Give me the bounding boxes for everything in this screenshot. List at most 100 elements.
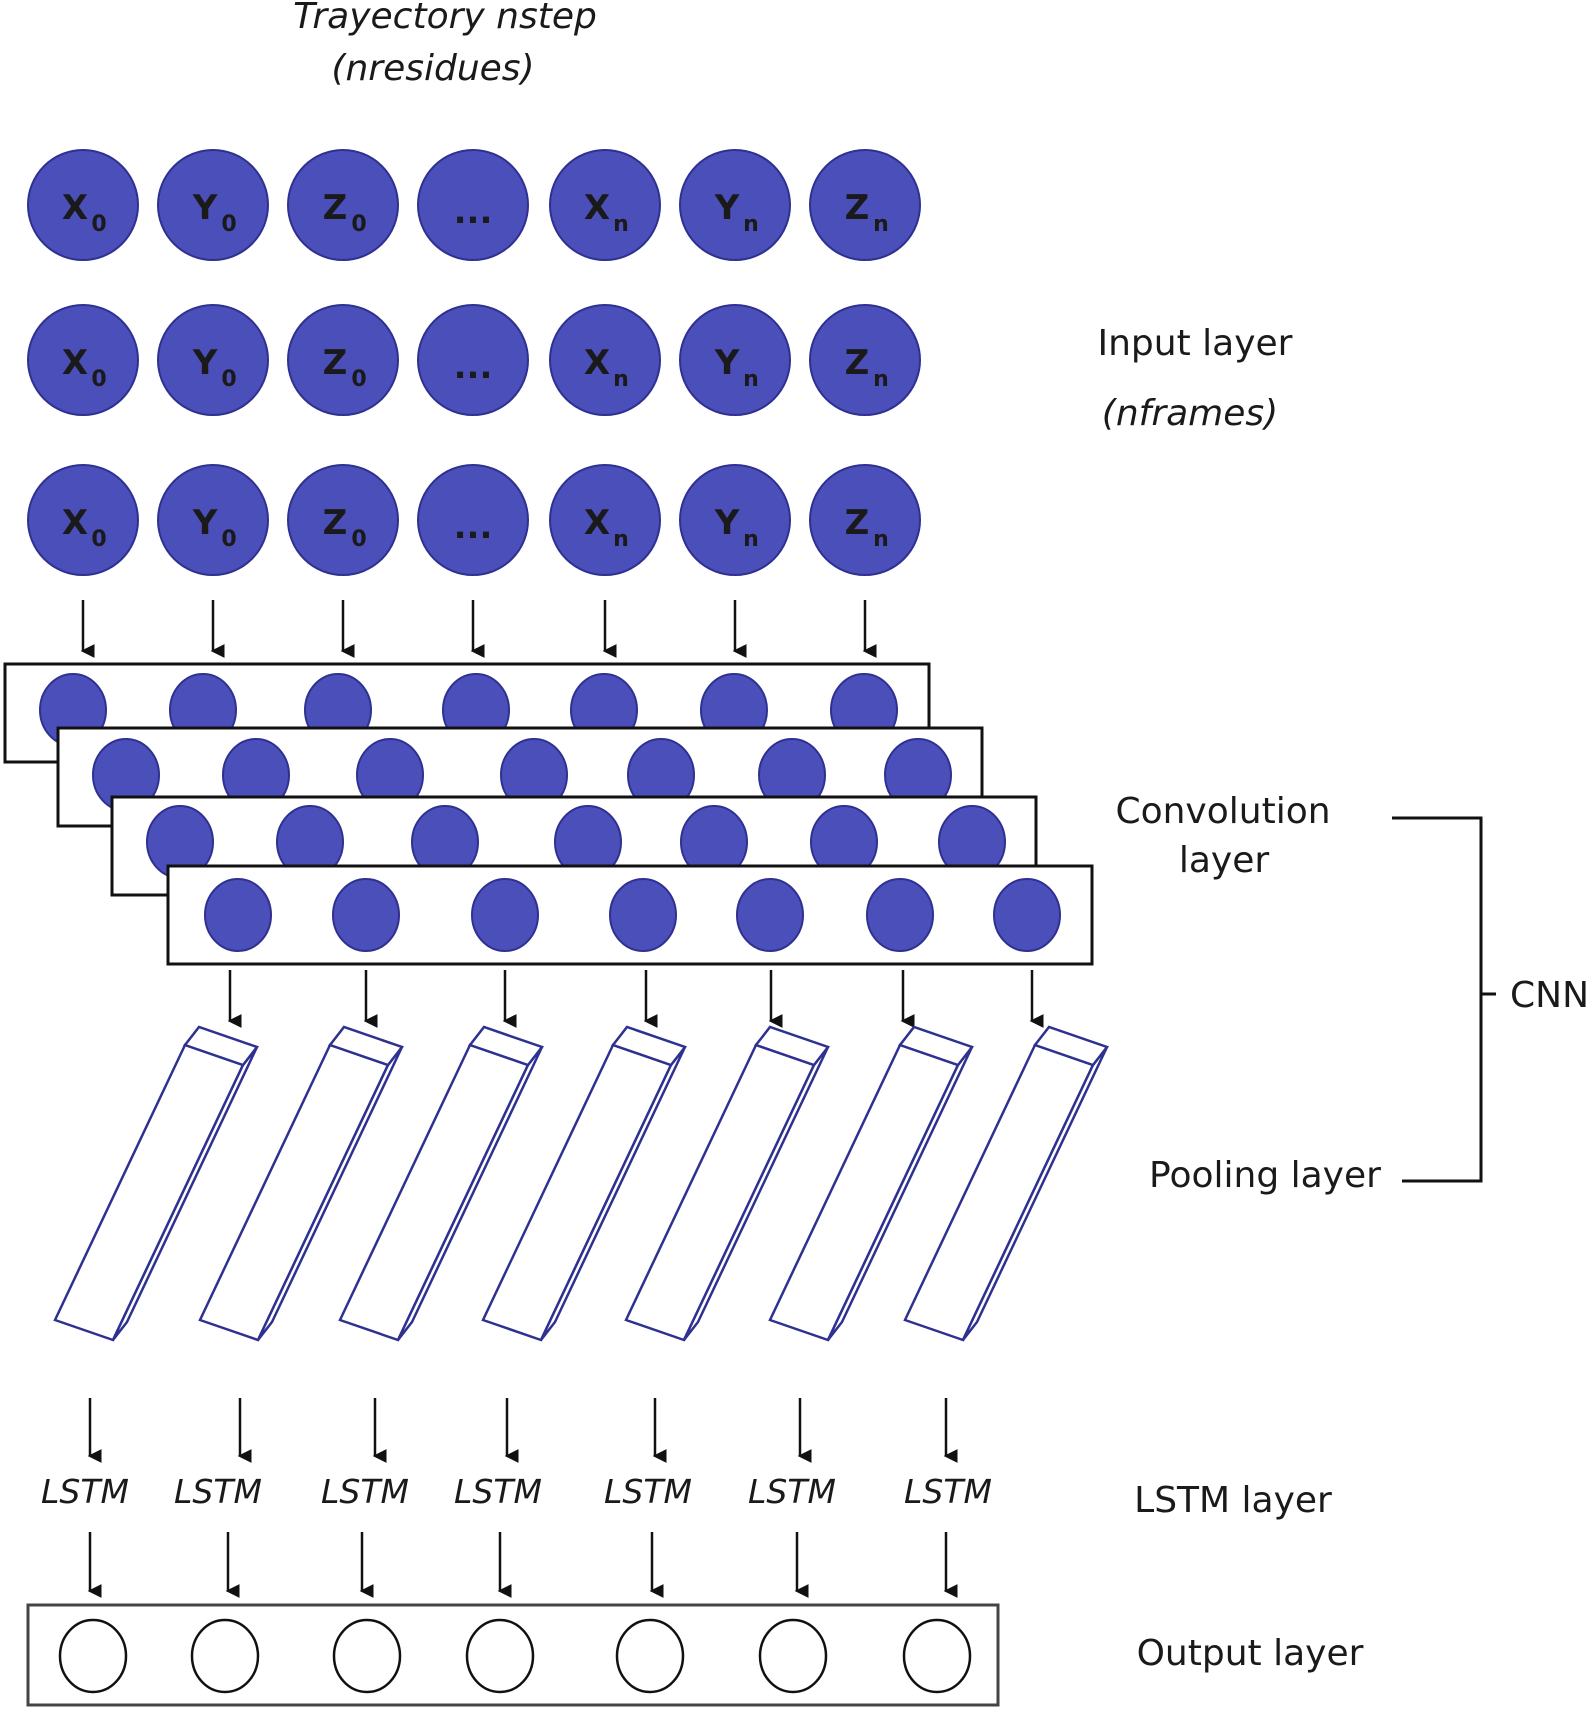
lstm-unit-label: LSTM [748,1472,836,1511]
pooling-layer-label: Pooling layer [1149,1155,1381,1196]
input-node-subscript: n [613,367,629,392]
cnn-bracket: CNN [1392,816,1589,1183]
output-node [902,1618,972,1694]
pooling-prism [768,1025,975,1342]
output-node [58,1618,128,1694]
input-node-label: Z [323,343,348,383]
cnn-bracket-line [1392,816,1483,1183]
header-subtitle: (nresidues) [331,48,534,89]
input-node-circle [27,464,139,576]
header-title: Trayectory nstep [293,0,597,37]
input-node-subscript: n [613,212,629,237]
pooling-prism-top [467,1025,545,1067]
input-node-label: X [584,503,610,543]
input-node-label: Z [323,503,348,543]
convolution-layer-label-line1: Convolution [1115,791,1330,832]
input-node-label: Y [714,343,740,383]
input-node-label: Z [845,188,870,228]
pooling-prism-top [182,1025,260,1067]
output-node [332,1618,402,1694]
input-layer-sublabel: (nframes) [1102,393,1278,434]
input-node-circle [809,464,921,576]
arrows-pooling-to-lstm [87,1398,958,1463]
input-node-label: Z [845,503,870,543]
input-node-label: ... [454,347,493,387]
cnn-label: CNN [1510,975,1589,1016]
input-node-circle [287,464,399,576]
convolution-layer [3,662,1094,966]
output-node [615,1618,685,1694]
input-node-label: X [62,343,88,383]
output-node [465,1618,535,1694]
input-node-subscript: n [873,212,889,237]
input-node-circle [157,149,269,261]
input-node-label: Y [714,503,740,543]
lstm-unit-label: LSTM [604,1472,692,1511]
pooling-layer [53,1025,1110,1342]
input-node-circle [679,464,791,576]
input-node-circle [679,304,791,416]
arrows-lstm-to-output [87,1532,958,1598]
input-node-subscript: n [613,527,629,552]
lstm-layer-label: LSTM layer [1134,1480,1332,1521]
input-node-label: X [62,503,88,543]
input-node-circle [27,149,139,261]
input-node: ... [417,149,529,261]
convolution-node [866,878,934,952]
input-node-subscript: n [743,367,759,392]
convolution-node [736,878,804,952]
input-node: ... [417,304,529,416]
convolution-layer-label-line2: layer [1179,840,1270,881]
input-node-circle [287,304,399,416]
input-node-subscript: 0 [221,527,236,552]
input-node-subscript: 0 [91,212,106,237]
lstm-unit-label: LSTM [41,1472,129,1511]
output-layer [26,1603,1000,1707]
input-node-circle [549,149,661,261]
input-node-subscript: 0 [91,367,106,392]
convolution-node [204,878,272,952]
input-node-circle [549,464,661,576]
arrows-convolution-to-pooling [227,970,1044,1028]
input-node-circle [417,149,529,261]
input-node-subscript: n [873,367,889,392]
input-node-label: Y [714,188,740,228]
output-node [190,1618,260,1694]
input-node-label: Z [323,188,348,228]
output-layer-label: Output layer [1137,1633,1364,1674]
convolution-node [332,878,400,952]
input-node-label: Y [192,188,218,228]
pooling-prism [903,1025,1110,1342]
input-node-label: X [584,343,610,383]
input-node: ... [417,464,529,576]
arrows-input-to-convolution [80,600,877,658]
input-node-circle [809,304,921,416]
input-node-label: Y [192,503,218,543]
input-node-subscript: 0 [221,367,236,392]
input-node-label: ... [454,192,493,232]
pooling-prism [198,1025,405,1342]
input-node-circle [287,149,399,261]
input-node-circle [157,464,269,576]
input-node-subscript: 0 [91,527,106,552]
